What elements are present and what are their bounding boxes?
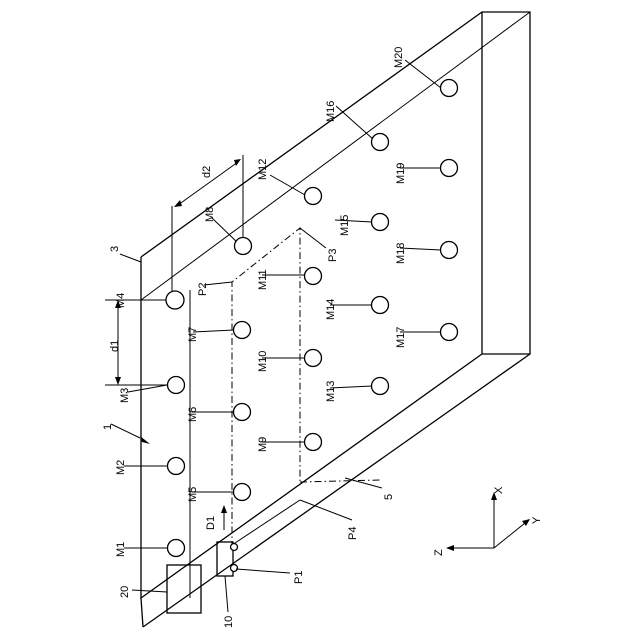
label-box-20: 20 [119,586,131,598]
label-m20: M20 [393,47,405,68]
label-p2: P2 [197,283,209,296]
label-m3: M3 [119,388,131,403]
label-m15: M15 [339,215,351,236]
label-D1: D1 [205,516,217,530]
label-d1: d1 [109,340,121,352]
label-m19: M19 [395,163,407,184]
marker-m2 [168,458,185,475]
marker-m15 [372,214,389,231]
label-m11: M11 [257,269,269,290]
label-m8: M8 [204,207,216,222]
marker-m12 [305,188,322,205]
marker-m17 [441,324,458,341]
marker-m16 [372,134,389,151]
marker-m19 [441,160,458,177]
marker-m11 [305,268,322,285]
arrow-d1 [221,505,227,530]
axis-triad [446,492,530,551]
marker-m10 [305,350,322,367]
label-p3: P3 [327,249,339,262]
label-m14: M14 [325,299,337,320]
label-d2: d2 [201,166,213,178]
label-p4: P4 [347,527,359,540]
marker-m4 [166,291,184,309]
label-axis-y: Y [531,516,543,524]
marker-m5 [234,484,251,501]
label-m6: M6 [187,407,199,422]
marker-m3 [168,377,185,394]
marker-m18 [441,242,458,259]
leaders [111,60,441,592]
label-m17: M17 [395,327,407,348]
label-m16: M16 [325,101,337,122]
label-m9: M9 [257,437,269,452]
marker-layer [166,80,458,557]
label-axis-z: Z [433,549,445,556]
label-axis-x: X [493,486,505,494]
marker-m9 [305,434,322,451]
carriage-10 [217,542,238,612]
label-base-1: 1 [102,424,114,430]
label-p1: P1 [293,571,305,584]
marker-m14 [372,297,389,314]
marker-m7 [234,322,251,339]
label-m7: M7 [187,327,199,342]
label-carriage-10: 10 [223,616,235,628]
label-m12: M12 [257,159,269,180]
marker-m13 [372,378,389,395]
label-m1: M1 [115,542,127,557]
label-m2: M2 [115,460,127,475]
label-m10: M10 [257,351,269,372]
label-m13: M13 [325,381,337,402]
label-m4: M4 [115,293,127,308]
labels: M1 M2 M3 M4 M5 M6 M7 M8 M9 M10 M11 M12 M… [102,47,543,628]
marker-m6 [234,404,251,421]
label-m5: M5 [187,487,199,502]
marker-m1 [168,540,185,557]
marker-m20 [441,80,458,97]
marker-m8 [235,238,252,255]
label-m18: M18 [395,243,407,264]
label-line-5: 5 [383,494,395,500]
label-wall-3: 3 [109,246,121,252]
